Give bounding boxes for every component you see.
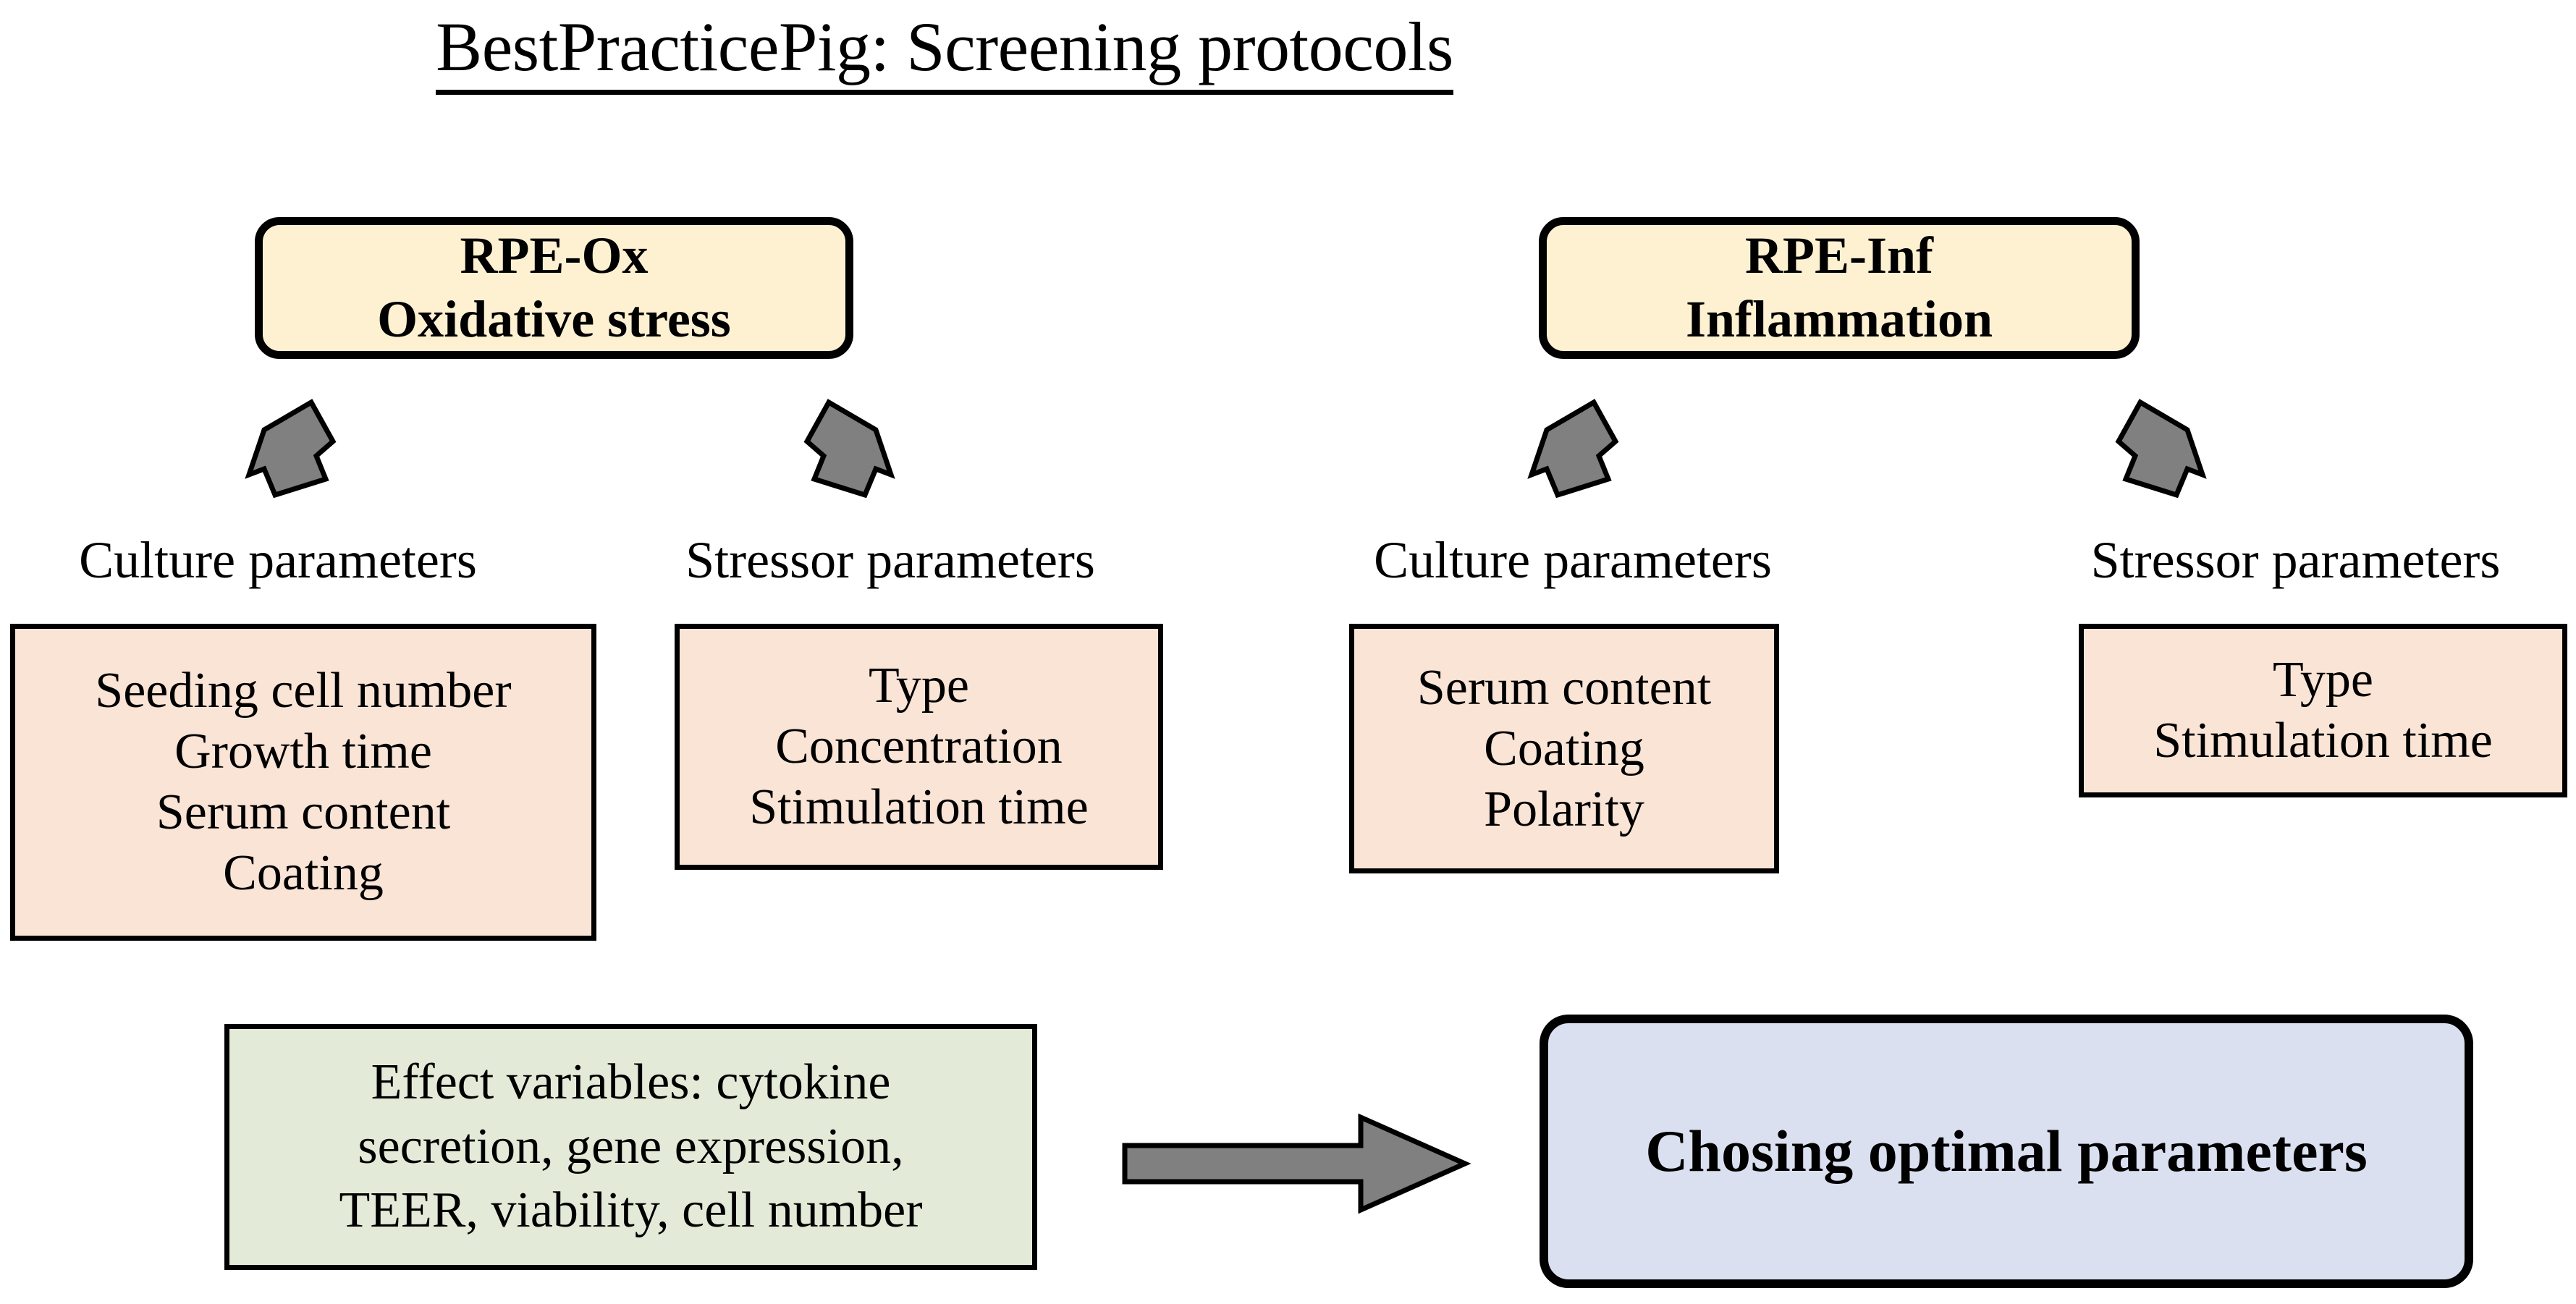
param-item: Polarity	[1484, 781, 1644, 837]
effect-line: TEER, viability, cell number	[339, 1182, 923, 1239]
down-left-arrow-1	[245, 399, 373, 499]
param-item: Stimulation time	[2153, 713, 2493, 769]
param-item: Coating	[1484, 720, 1644, 776]
column-label-ox-culture-text: Culture parameters	[79, 531, 477, 589]
param-item: Serum content	[156, 784, 451, 840]
column-label-inf-stressor-text: Stressor parameters	[2090, 531, 2501, 589]
param-box-inf-culture: Serum content Coating Polarity	[1349, 624, 1779, 873]
column-label-inf-culture: Culture parameters	[1287, 531, 1859, 589]
model-box-rpe-inf-subtitle: Inflammation	[1685, 290, 1993, 348]
column-label-ox-stressor: Stressor parameters	[608, 531, 1173, 589]
model-box-rpe-inf-title: RPE-Inf	[1744, 226, 1933, 285]
down-left-arrow-2	[1527, 399, 1655, 499]
outcome-box: Chosing optimal parameters	[1540, 1015, 2473, 1288]
column-label-inf-stressor: Stressor parameters	[2015, 531, 2576, 589]
effect-line: secretion, gene expression,	[358, 1118, 904, 1174]
param-item: Serum content	[1416, 659, 1712, 716]
param-item: Stimulation time	[749, 779, 1089, 835]
model-box-rpe-ox-title: RPE-Ox	[460, 226, 649, 285]
param-item: Concentration	[775, 719, 1063, 774]
param-box-ox-stressor: Type Concentration Stimulation time	[675, 624, 1163, 870]
page-title-text: BestPracticePig: Screening protocols	[436, 8, 1453, 95]
effect-variables-box: Effect variables: cytokine secretion, ge…	[224, 1024, 1037, 1270]
model-box-rpe-ox: RPE-Ox Oxidative stress	[255, 217, 853, 359]
column-label-ox-culture: Culture parameters	[0, 531, 556, 589]
param-box-ox-culture: Seeding cell number Growth time Serum co…	[10, 624, 596, 941]
down-right-arrow-2	[2079, 399, 2207, 499]
param-box-inf-stressor: Type Stimulation time	[2079, 624, 2567, 797]
param-item: Seeding cell number	[95, 663, 512, 719]
param-item: Coating	[223, 845, 384, 901]
param-item: Growth time	[174, 724, 432, 779]
param-item: Type	[2273, 652, 2373, 708]
down-right-arrow-1	[767, 399, 895, 499]
effect-line: Effect variables: cytokine	[371, 1054, 891, 1110]
model-box-rpe-inf: RPE-Inf Inflammation	[1539, 217, 2140, 359]
column-label-ox-stressor-text: Stressor parameters	[685, 531, 1095, 589]
page-title: BestPracticePig: Screening protocols	[0, 6, 1889, 95]
outcome-box-label: Chosing optimal parameters	[1645, 1117, 2368, 1184]
model-box-rpe-ox-subtitle: Oxidative stress	[377, 290, 731, 348]
right-arrow-flow	[1122, 1113, 1471, 1214]
column-label-inf-culture-text: Culture parameters	[1374, 531, 1772, 589]
param-item: Type	[869, 658, 969, 714]
